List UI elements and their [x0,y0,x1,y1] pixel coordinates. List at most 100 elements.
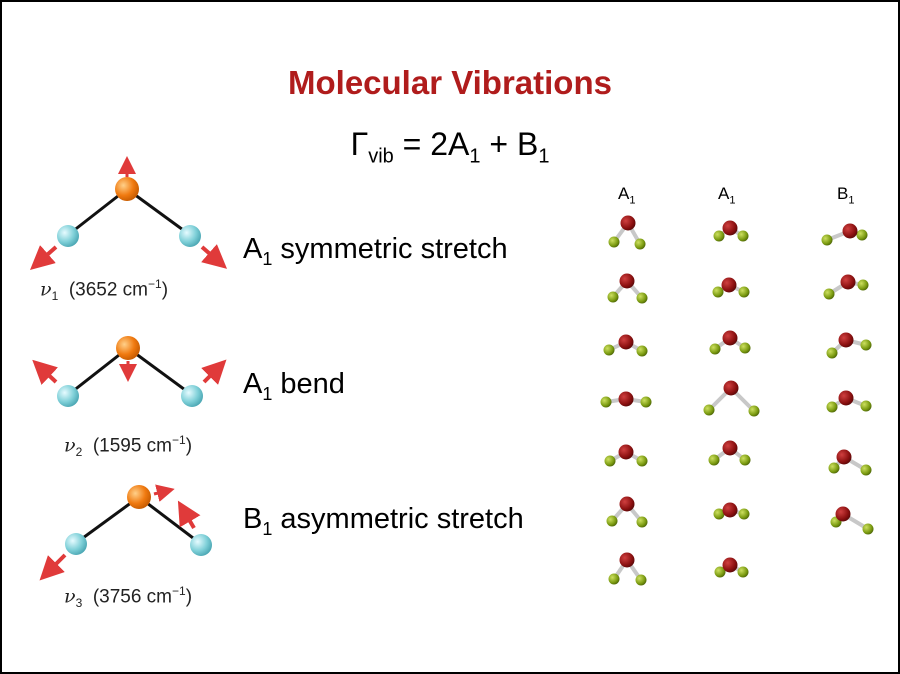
hydrogen-atom [748,405,760,417]
hydrogen-atom [856,229,868,241]
hydrogen-atom [714,566,726,578]
vibration-frame [608,215,646,250]
oxygen-atom [838,332,854,348]
column-header-1: A1 [618,184,636,207]
oxygen-atom [842,223,858,239]
mode-1-label: A1 symmetric stretch [243,233,508,269]
formula-term-b: + B [480,126,539,162]
hydrogen-atom [860,464,872,476]
hydrogen-atom [608,573,620,585]
vibration-frame [608,552,647,586]
formula-term-a-sub: 1 [469,145,481,168]
oxygen-atom [840,274,856,290]
oxygen-atom [722,440,738,456]
vibration-frame [714,557,749,578]
hydrogen-atom [600,396,612,408]
hydrogen-atom [739,342,751,354]
oxygen-atom [620,215,636,231]
vibration-frame [826,390,872,413]
hydrogen-atom [604,455,616,467]
oxygen-atom [836,449,852,465]
formula-term-b-sub: 1 [538,145,550,168]
mode-3-label: B1 asymmetric stretch [243,503,524,539]
vibration-frame [823,274,869,300]
mode-3-oxygen [127,485,151,509]
mode-2-left-arrow [32,359,58,385]
mode-1-frequency: ν1 (3652 cm−1) [40,277,169,304]
hydrogen-atom [713,508,725,520]
hydrogen-atom [636,292,648,304]
hydrogen-atom [738,508,750,520]
vibration-frame [606,496,648,528]
hydrogen-atom [826,347,838,359]
hydrogen-atom [828,462,840,474]
oxygen-atom [722,220,738,236]
gamma-subscript: vib [368,145,394,168]
hydrogen-atom [608,236,620,248]
oxygen-atom [722,330,738,346]
mode-3-right-arrow [177,500,201,530]
mode-2-hydrogen-right [181,385,203,407]
hydrogen-atom [860,339,872,351]
mode-1-hydrogen-left [57,225,79,247]
oxygen-atom [619,273,635,289]
hydrogen-atom [703,404,715,416]
hydrogen-atom [738,286,750,298]
hydrogen-atom [603,344,615,356]
vibration-frame [712,277,750,298]
hydrogen-atom [636,516,648,528]
hydrogen-atom [636,345,648,357]
mode-1-molecule [30,156,228,270]
hydrogen-atom [712,286,724,298]
mode-2-molecule [32,336,227,407]
hydrogen-atom [821,234,833,246]
hydrogen-atom [709,343,721,355]
mode-3-molecule [39,484,212,581]
oxygen-atom [618,334,634,350]
hydrogen-atom [713,230,725,242]
oxygen-atom [618,444,634,460]
oxygen-atom [838,390,854,406]
hydrogen-atom [826,401,838,413]
vibration-frame [821,223,868,246]
representation-formula: Γvib = 2A1 + B1 [2,126,898,168]
vibration-frame [713,502,750,520]
mode-1-hydrogen-right [179,225,201,247]
hydrogen-atom [635,574,647,586]
oxygen-atom [619,552,635,568]
mode-3-hydrogen-right [190,534,212,556]
hydrogen-atom [708,454,720,466]
oxygen-atom [619,496,635,512]
hydrogen-atom [634,238,646,250]
vibration-frame [604,444,648,467]
vibration-frame [600,391,652,408]
vibration-frame [708,440,751,466]
mode-2-label: A1 bend [243,368,345,404]
hydrogen-atom [737,566,749,578]
mode-1-oxygen [115,177,139,201]
hydrogen-atom [636,455,648,467]
hydrogen-atom [607,291,619,303]
mode-2-hydrogen-left [57,385,79,407]
mode-1-left-arrow [30,245,58,270]
hydrogen-atom [862,523,874,535]
mode-3-left-arrow [39,553,67,581]
mode-2-frequency: ν2 (1595 cm−1) [64,433,193,460]
vibration-frame [603,334,648,357]
hydrogen-atom [640,396,652,408]
mode-2-right-arrow [201,359,227,385]
vibration-frame [828,449,872,476]
mode-1-right-arrow [200,244,228,269]
hydrogen-atom [857,279,869,291]
oxygen-atom [723,380,739,396]
vibration-frame [607,273,648,304]
mode-3-frequency: ν3 (3756 cm−1) [64,584,193,611]
vibration-frames-grid [600,215,874,586]
formula-term-a: = 2A [393,126,470,162]
column-header-2: A1 [718,184,736,207]
vibration-frame [830,506,874,535]
mode-2-oxygen [116,336,140,360]
oxygen-atom [835,506,851,522]
oxygen-atom [722,557,738,573]
